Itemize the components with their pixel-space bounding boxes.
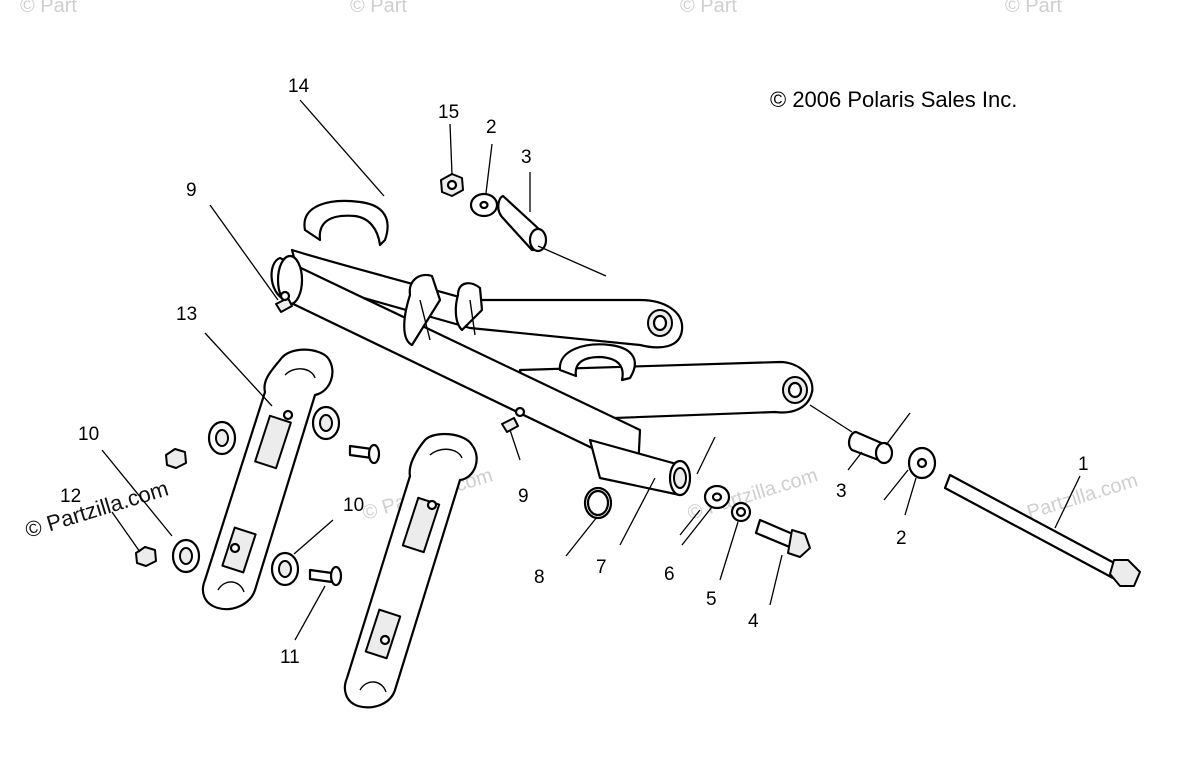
break-marks (679, 412, 911, 536)
callout-3-top: 3 (521, 147, 532, 168)
callout-6: 6 (664, 564, 675, 585)
callout-10-left: 10 (78, 424, 99, 445)
watermark-top-3: © Part (680, 0, 737, 17)
callout-8: 8 (534, 567, 545, 588)
link-right (343, 432, 478, 709)
watermark-top-2: © Part (350, 0, 407, 17)
callout-9-center: 9 (518, 486, 529, 507)
callout-5: 5 (706, 589, 717, 610)
callout-13: 13 (176, 304, 197, 325)
callout-10-center: 10 (343, 495, 364, 516)
callout-1: 1 (1078, 454, 1089, 475)
upper-arm-assembly (270, 199, 814, 497)
callout-12: 12 (60, 486, 81, 507)
callout-2-top: 2 (486, 117, 497, 138)
watermarks: © Part © Part © Part © Part © Partzilla.… (20, 0, 1140, 543)
watermark-left: © Partzilla.com (22, 476, 171, 543)
callout-2-right: 2 (896, 528, 907, 549)
hardware (135, 173, 1141, 587)
callout-3-right: 3 (836, 481, 847, 502)
watermark-top-4: © Part (1005, 0, 1062, 17)
callout-14: 14 (288, 76, 310, 97)
callout-11: 11 (280, 647, 300, 668)
callouts: 1 2 2 3 3 4 5 6 7 8 9 9 10 10 11 12 13 1… (60, 76, 1089, 668)
callout-4: 4 (748, 611, 759, 632)
copyright-text: © 2006 Polaris Sales Inc. (770, 87, 1017, 112)
callout-7: 7 (596, 557, 607, 578)
leader-lines (101, 99, 1081, 641)
watermark-top-1: © Part (20, 0, 77, 17)
callout-9-top: 9 (186, 180, 197, 201)
link-left (201, 348, 334, 611)
callout-15: 15 (438, 102, 459, 123)
